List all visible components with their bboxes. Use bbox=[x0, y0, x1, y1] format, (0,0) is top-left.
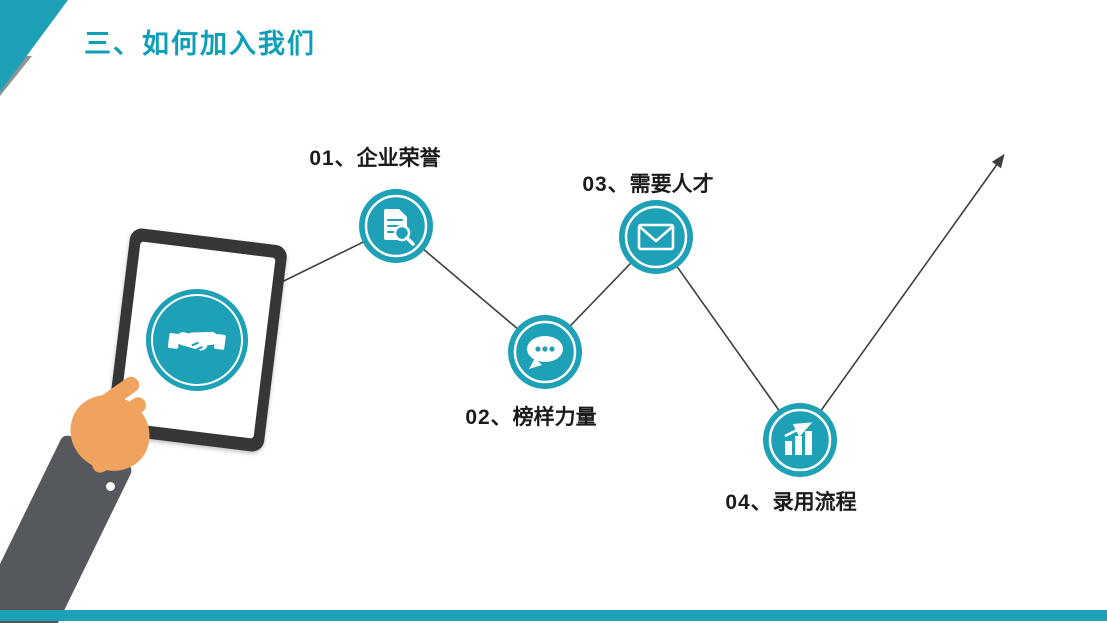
corner-fold-front bbox=[0, 0, 68, 92]
handshake-icon bbox=[167, 331, 226, 351]
node-label-2: 02、榜样力量 bbox=[465, 401, 596, 431]
tablet-screen bbox=[118, 241, 276, 439]
tablet-badge bbox=[140, 283, 254, 397]
node-ring bbox=[768, 408, 832, 472]
badge-ring bbox=[145, 288, 249, 392]
node-text: 需要人才 bbox=[629, 173, 714, 196]
page-corner-fold bbox=[0, 0, 68, 96]
node-ring bbox=[513, 320, 577, 384]
node-text: 录用流程 bbox=[772, 491, 857, 514]
connector-line bbox=[199, 153, 1005, 442]
node-circle-3 bbox=[619, 200, 693, 274]
node-ring bbox=[624, 205, 688, 269]
node-text: 榜样力量 bbox=[512, 406, 597, 429]
tablet bbox=[105, 227, 289, 453]
node-ring bbox=[364, 194, 428, 258]
document-search-icon bbox=[384, 209, 415, 246]
node-circle-2 bbox=[508, 315, 582, 389]
sleeve-button bbox=[106, 482, 115, 491]
node-circle-4 bbox=[763, 403, 837, 477]
node-circle-1 bbox=[359, 189, 433, 263]
node-label-1: 01、企业荣誉 bbox=[309, 142, 440, 172]
envelope-icon bbox=[637, 223, 675, 251]
slide-title: 三、如何加入我们 bbox=[84, 29, 316, 59]
node-label-3: 03、需要人才 bbox=[582, 168, 713, 198]
bottom-accent-bar bbox=[0, 610, 1107, 621]
node-number: 04、 bbox=[725, 491, 773, 514]
speech-bubble-icon bbox=[527, 336, 563, 369]
node-disc bbox=[619, 200, 693, 274]
growth-chart-icon bbox=[784, 422, 813, 455]
node-text: 企业荣誉 bbox=[356, 147, 441, 170]
node-number: 01、 bbox=[309, 147, 357, 170]
node-label-4: 04、录用流程 bbox=[725, 486, 856, 516]
node-number: 03、 bbox=[582, 173, 630, 196]
node-number: 02、 bbox=[465, 406, 513, 429]
